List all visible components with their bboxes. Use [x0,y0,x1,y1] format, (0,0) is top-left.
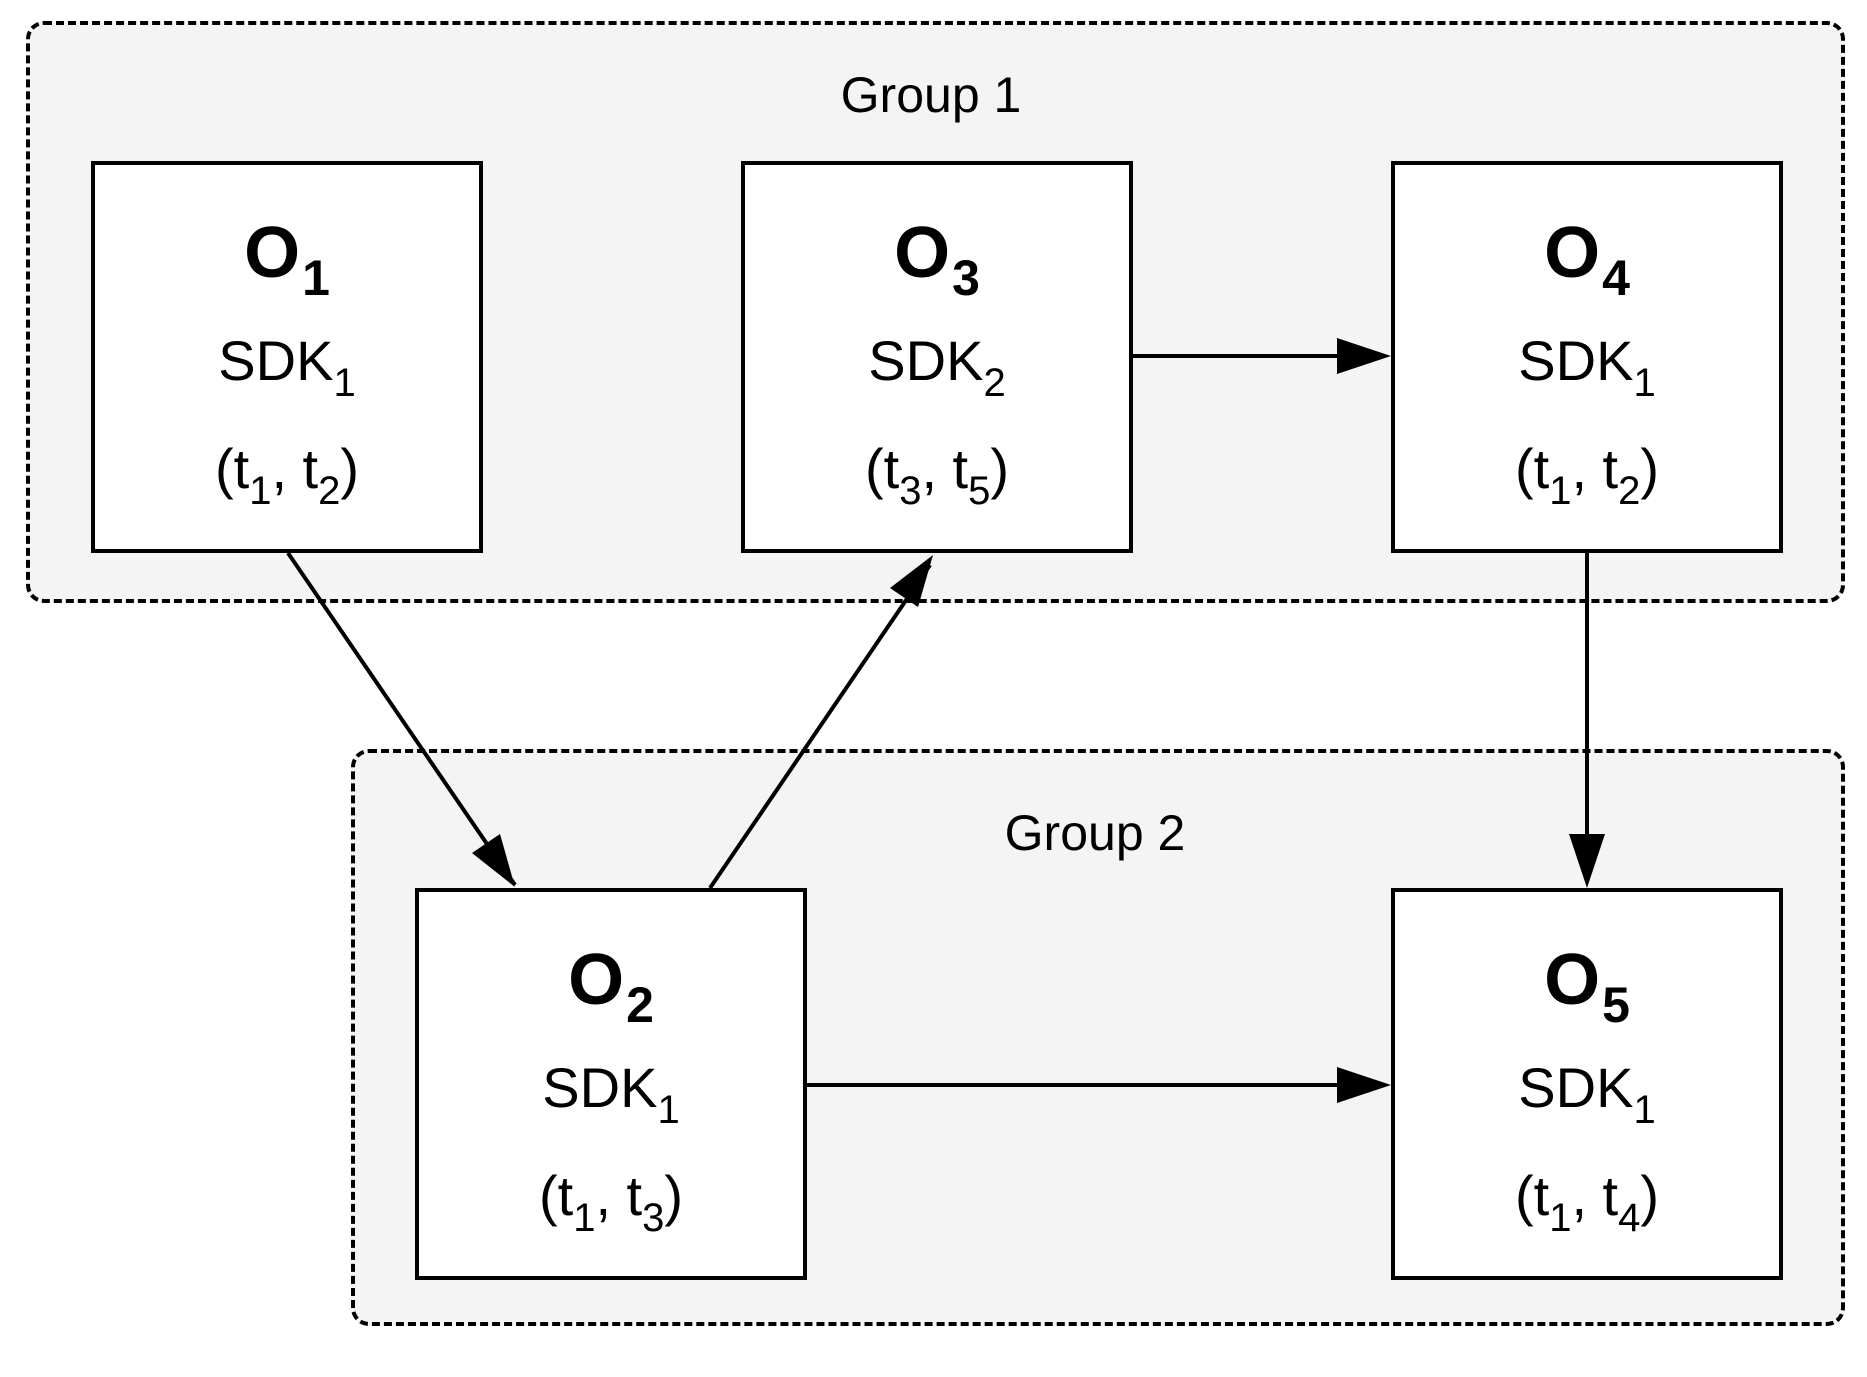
node-o2-name-subscript: 2 [626,977,654,1033]
arrowhead-o4-o5 [1569,834,1605,888]
node-o2-time-open: (t [538,1164,574,1227]
node-o1-time-range: (t1, t2) [95,441,479,512]
node-o5-time-mid: , t [1571,1164,1619,1227]
node-o4-time-mid: , t [1571,437,1619,500]
group-1-label: Group 1 [840,67,1022,123]
node-o3-sdk-text: SDK [868,329,984,392]
node-o2: O2 SDK1 (t1, t3) [415,888,807,1280]
node-o2-sdk-subscript: 1 [657,1088,680,1132]
node-o5-time-close: ) [1640,1164,1660,1227]
node-o5-time-a-subscript: 1 [1549,1196,1572,1240]
node-o1-name-subscript: 1 [302,250,330,306]
node-o2-title: O2 [419,944,803,1030]
node-o5-name-subscript: 5 [1602,977,1630,1033]
node-o3-title: O3 [745,217,1129,303]
node-o1-sdk: SDK1 [95,333,479,404]
node-o4-time-a-subscript: 1 [1549,469,1572,513]
node-o3-sdk: SDK2 [745,333,1129,404]
node-o3-name: O [894,213,951,293]
node-o4-sdk-subscript: 1 [1633,361,1656,405]
node-o4-time-range: (t1, t2) [1395,441,1779,512]
edge-o1-o2 [286,551,517,887]
node-o1-time-a-subscript: 1 [249,469,272,513]
node-o1-sdk-subscript: 1 [333,361,356,405]
node-o3-time-close: ) [990,437,1010,500]
node-o4: O4 SDK1 (t1, t2) [1391,161,1783,553]
node-o2-time-a-subscript: 1 [573,1196,596,1240]
node-o4-sdk-text: SDK [1518,329,1634,392]
node-o5: O5 SDK1 (t1, t4) [1391,888,1783,1280]
node-o1-time-mid: , t [271,437,319,500]
node-o3-time-b-subscript: 5 [968,469,991,513]
group-2-label: Group 2 [1004,805,1186,861]
node-o4-title: O4 [1395,217,1779,303]
node-o5-time-range: (t1, t4) [1395,1168,1779,1239]
node-o5-title: O5 [1395,944,1779,1030]
node-o3-time-range: (t3, t5) [745,441,1129,512]
node-o1: O1 SDK1 (t1, t2) [91,161,483,553]
node-o5-time-open: (t [1514,1164,1550,1227]
node-o3-name-subscript: 3 [952,250,980,306]
node-o1-time-open: (t [214,437,250,500]
node-o3-time-open: (t [864,437,900,500]
arrowhead-o2-o5 [1337,1067,1391,1103]
node-o5-time-b-subscript: 4 [1618,1196,1641,1240]
node-o4-time-open: (t [1514,437,1550,500]
node-o1-title: O1 [95,217,479,303]
node-o5-sdk-text: SDK [1518,1056,1634,1119]
node-o4-sdk: SDK1 [1395,333,1779,404]
node-o4-time-b-subscript: 2 [1618,469,1641,513]
arrowhead-o2-o3 [890,555,933,607]
node-o2-name: O [568,940,625,1020]
node-o1-time-b-subscript: 2 [318,469,341,513]
node-o3-time-a-subscript: 3 [899,469,922,513]
arrowhead-o3-o4 [1337,338,1391,374]
node-o5-sdk: SDK1 [1395,1060,1779,1131]
node-o3: O3 SDK2 (t3, t5) [741,161,1133,553]
node-o1-name: O [244,213,301,293]
node-o5-sdk-subscript: 1 [1633,1088,1656,1132]
node-o2-sdk-text: SDK [542,1056,658,1119]
node-o2-time-close: ) [664,1164,684,1227]
node-o1-time-close: ) [340,437,360,500]
node-o4-name-subscript: 4 [1602,250,1630,306]
node-o4-time-close: ) [1640,437,1660,500]
node-o3-time-mid: , t [921,437,969,500]
node-o1-sdk-text: SDK [218,329,334,392]
node-o2-sdk: SDK1 [419,1060,803,1131]
arrowhead-o1-o2 [472,834,515,887]
edge-o2-o3 [708,563,932,890]
node-o2-time-b-subscript: 3 [642,1196,665,1240]
node-o5-name: O [1544,940,1601,1020]
node-o4-name: O [1544,213,1601,293]
node-o2-time-mid: , t [595,1164,643,1227]
node-o3-sdk-subscript: 2 [983,361,1006,405]
node-o2-time-range: (t1, t3) [419,1168,803,1239]
